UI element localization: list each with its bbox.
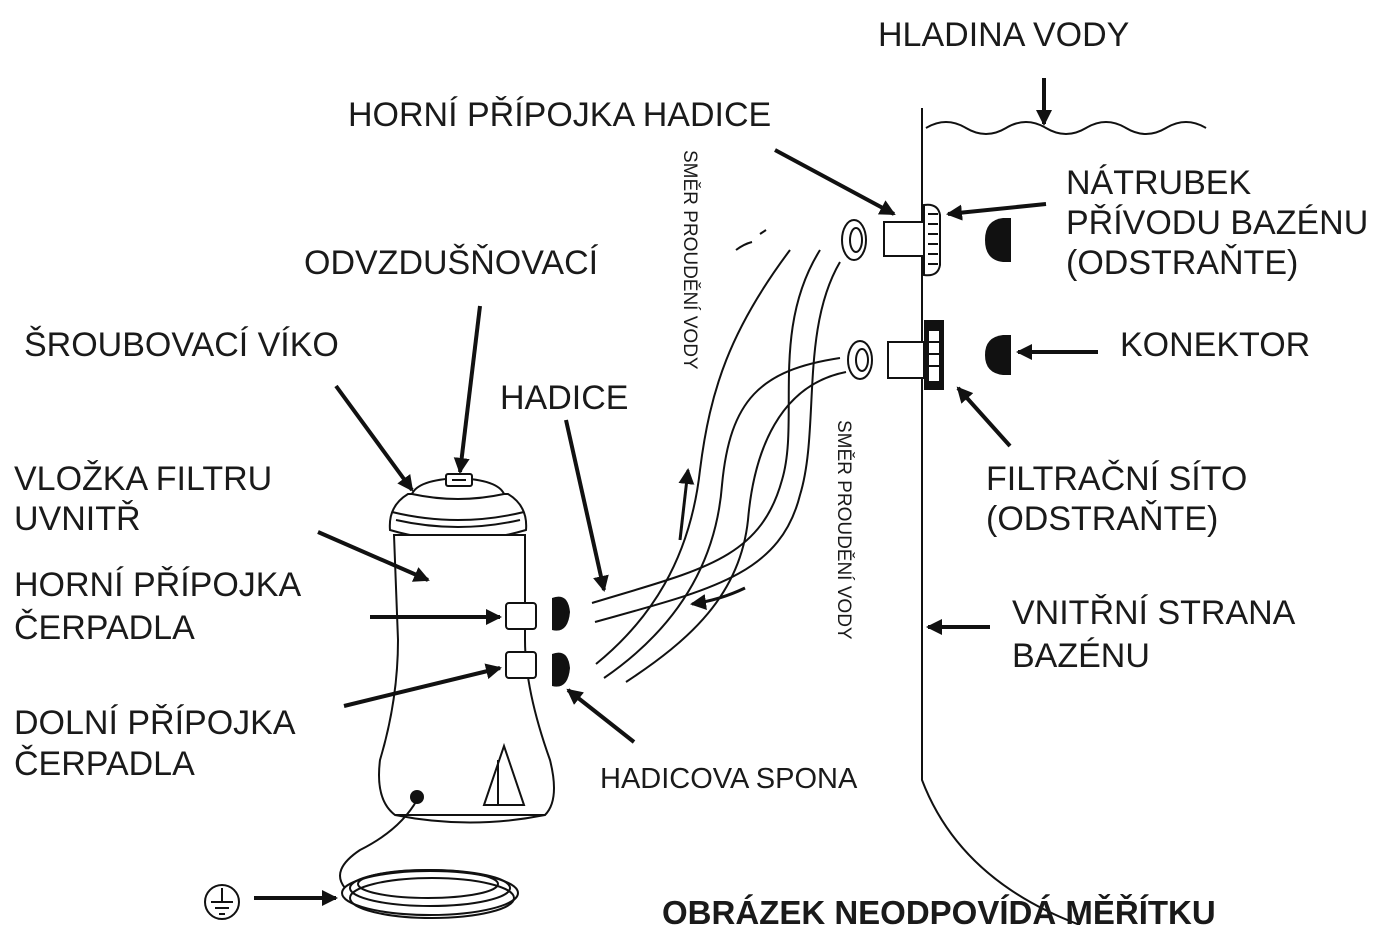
label-pool-inlet-nozzle-1: NÁTRUBEK <box>1066 164 1251 202</box>
label-pool-inner-side-1: VNITŘNÍ STRANA <box>1012 594 1296 632</box>
arrow-flow-up <box>678 468 695 541</box>
hoses <box>591 229 847 683</box>
label-upper-hose-connection: HORNÍ PŘÍPOJKA HADICE <box>348 96 771 134</box>
label-screw-lid: ŠROUBOVACÍ VÍKO <box>24 326 339 364</box>
label-air-release: ODVZDUŠŇOVACÍ <box>304 244 599 282</box>
lower-pump-port <box>505 651 537 679</box>
arrow-strainer <box>956 386 1012 448</box>
arrow-upper-hose-connection <box>774 148 896 216</box>
pool-inlet-nozzle-fitting <box>841 203 1011 277</box>
label-water-level: HLADINA VODY <box>878 16 1129 54</box>
label-filter-cartridge-2: UVNITŘ <box>14 500 141 538</box>
label-upper-pump-connection-1: HORNÍ PŘÍPOJKA <box>14 566 301 604</box>
ground-symbol-icon <box>204 884 240 920</box>
label-lower-pump-connection-2: ČERPADLA <box>14 745 195 783</box>
label-hose-clamp: HADICOVA SPONA <box>600 763 858 795</box>
pool-wall <box>921 108 1207 925</box>
label-pool-inlet-nozzle-2: PŘÍVODU BAZÉNU <box>1066 204 1368 242</box>
label-flow-direction-1: SMĚR PROUDĚNÍ VODY <box>679 150 701 370</box>
upper-pump-port <box>505 602 537 630</box>
label-lower-pump-connection-1: DOLNÍ PŘÍPOJKA <box>14 704 296 742</box>
arrow-filter-cartridge <box>317 530 430 582</box>
labels: HLADINA VODY HORNÍ PŘÍPOJKA HADICE NÁTRU… <box>14 16 1368 925</box>
filter-pump-unit <box>378 473 570 824</box>
label-pool-inner-side-2: BAZÉNU <box>1012 637 1150 675</box>
arrow-hose <box>564 419 609 592</box>
screw-lid <box>388 493 528 541</box>
label-flow-direction-2: SMĚR PROUDĚNÍ VODY <box>833 420 855 640</box>
leader-arrows <box>254 78 1098 906</box>
label-connector: KONEKTOR <box>1120 326 1310 364</box>
strainer-fitting <box>847 320 1011 390</box>
upper-hose-clamp <box>552 596 570 631</box>
label-strainer-2: (ODSTRAŇTE) <box>986 500 1218 538</box>
label-not-to-scale: OBRÁZEK NEODPOVÍDÁ MĚŘÍTKU <box>662 894 1216 925</box>
arrow-screw-lid <box>334 384 414 492</box>
label-hose: HADICE <box>500 379 628 417</box>
water-surface <box>925 121 1207 135</box>
connector-cap <box>985 335 1011 375</box>
label-filter-cartridge-1: VLOŽKA FILTRU <box>14 460 272 498</box>
arrow-flow-return <box>690 586 746 610</box>
label-upper-pump-connection-2: ČERPADLA <box>14 609 195 647</box>
power-cord <box>339 790 519 919</box>
label-pool-inlet-nozzle-3: (ODSTRAŇTE) <box>1066 244 1298 282</box>
lower-hose-clamp <box>552 652 570 687</box>
arrow-hose-clamp <box>566 688 636 744</box>
arrow-inlet-nozzle <box>946 202 1047 221</box>
arrow-lower-pump-connection <box>343 663 502 708</box>
arrow-air-release <box>453 305 482 474</box>
label-strainer-1: FILTRAČNÍ SÍTO <box>986 460 1247 498</box>
nozzle-cap <box>985 218 1011 262</box>
